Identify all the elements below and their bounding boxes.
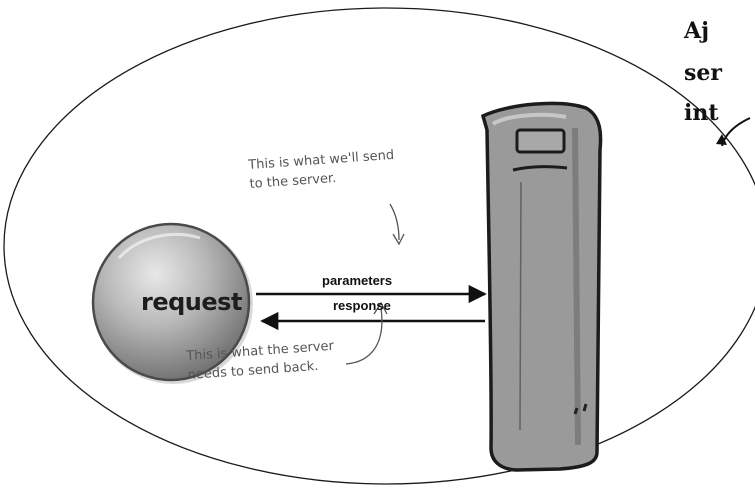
cutoff-text-line-3: int bbox=[684, 100, 719, 126]
cutoff-text-line-2: ser bbox=[684, 60, 722, 86]
request-ball bbox=[91, 222, 253, 384]
enclosing-ellipse bbox=[3, 7, 755, 485]
request-label: request bbox=[141, 288, 242, 316]
note-top-connector bbox=[389, 203, 400, 241]
edge-arrow-head bbox=[716, 134, 727, 145]
edge-arrow bbox=[721, 117, 751, 147]
note-top-connector-head bbox=[392, 233, 405, 246]
cutoff-text-line-1: Aj bbox=[684, 18, 710, 44]
response-label: response bbox=[333, 298, 391, 313]
note-bottom-connector bbox=[345, 307, 383, 365]
server-tower bbox=[480, 101, 603, 472]
parameters-label: parameters bbox=[322, 273, 393, 288]
note-bottom-connector-head bbox=[373, 301, 388, 315]
